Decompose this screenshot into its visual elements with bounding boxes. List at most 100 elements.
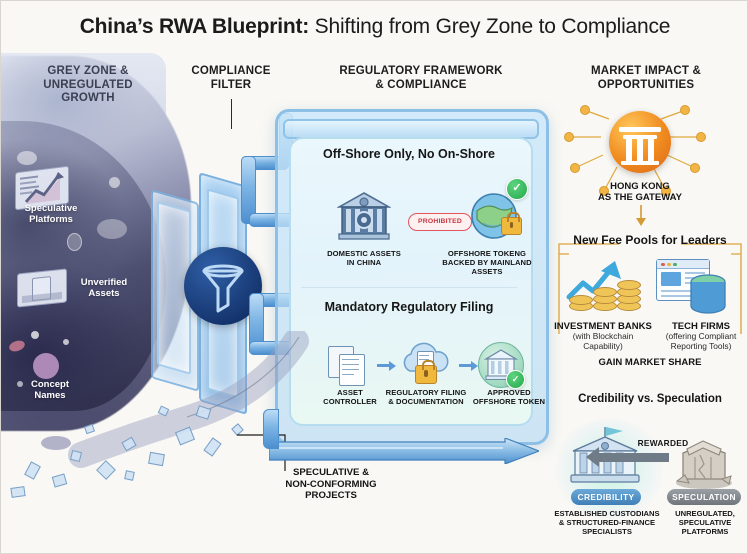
- panel-divider: [301, 287, 517, 288]
- decor-bubble: [31, 331, 39, 339]
- heading-line: UNREGULATED: [43, 78, 133, 91]
- label-line: DOMESTIC ASSETS: [327, 249, 401, 258]
- label-line: REGULATORY FILING: [385, 388, 467, 397]
- chart-growth-icon: [15, 165, 69, 211]
- heading-regulatory: REGULATORY FRAMEWORK & COMPLIANCE: [306, 65, 536, 92]
- grey-zone-item-0-label: Speculative Platforms: [3, 203, 99, 225]
- filing-section-title: Mandatory Regulatory Filing: [324, 300, 494, 314]
- comparison-title: Credibility vs. Speculation: [578, 393, 722, 405]
- page-title-bold: China’s RWA Blueprint:: [79, 15, 310, 38]
- circuit-lines: [564, 105, 706, 196]
- caption-line: SPECULATIVE: [678, 518, 732, 527]
- callout-line: SPECULATIVE &: [292, 467, 370, 478]
- fee-pool-bracket: [558, 243, 742, 334]
- decor-bubble: [33, 353, 59, 379]
- cloud-lock-icon: [397, 341, 453, 385]
- arrow-elbow: [263, 409, 279, 449]
- heading-grey-zone: GREY ZONE & UNREGULATED GROWTH: [13, 65, 163, 106]
- crumbling-ruin-icon: [673, 435, 735, 489]
- label-line: CONTROLLER: [323, 397, 377, 406]
- leader-line-filter: [231, 99, 232, 129]
- page-title-rest: Shifting from Grey Zone to Compliance: [309, 15, 671, 38]
- approved-check-icon: ✓: [506, 370, 525, 389]
- caption-line: UNREGULATED,: [675, 509, 735, 518]
- funnel-icon: [184, 247, 262, 325]
- torii-gate-icon: [609, 111, 671, 173]
- label-line: AS THE GATEWAY: [598, 192, 682, 203]
- label-line: HONG KONG: [610, 181, 670, 192]
- regulatory-filing-label: REGULATORY FILING & DOCUMENTATION: [385, 388, 467, 406]
- heading-line: FILTER: [210, 78, 252, 91]
- domestic-assets-label: DOMESTIC ASSETS IN CHINA: [323, 249, 405, 267]
- approved-check-icon: ✓: [506, 178, 528, 200]
- heading-compliance-filter: COMPLIANCE FILTER: [151, 65, 311, 92]
- decor-bubble: [67, 233, 82, 251]
- callout-line: NON-CONFORMING: [285, 478, 377, 490]
- label-line: Speculative: [24, 203, 78, 214]
- label-line: Unverified: [80, 277, 128, 288]
- heading-line: GREY ZONE &: [47, 65, 129, 77]
- heading-line: OPPORTUNITIES: [597, 78, 695, 91]
- caption-line: SPECIALISTS: [582, 527, 632, 536]
- heading-line: & COMPLIANCE: [375, 78, 467, 91]
- heading-line: MARKET IMPACT &: [590, 65, 702, 77]
- prohibited-badge: PROHIBITED: [408, 213, 472, 231]
- label-line: Names: [34, 390, 66, 401]
- shell-top-rail: [283, 119, 539, 139]
- tech-firms-sub: (offering Compliant Reporting Tools): [649, 331, 747, 351]
- sub-line: (offering Compliant: [665, 331, 737, 341]
- grey-zone-item-1-label: Unverified Assets: [59, 277, 149, 299]
- speculation-caption: UNREGULATED, SPECULATIVE PLATFORMS: [665, 509, 745, 536]
- gain-market-share-label: GAIN MARKET SHARE: [598, 357, 702, 368]
- pipe-top-riser: [241, 156, 256, 224]
- caption-line: ESTABLISHED CUSTODIANS: [554, 509, 660, 518]
- label-line: OFFSHORE TOKEN: [472, 397, 546, 406]
- decor-bubble: [17, 151, 37, 165]
- investment-banks-sub: (with Blockchain Capability): [553, 331, 653, 351]
- heading-line: REGULATORY FRAMEWORK: [339, 65, 503, 77]
- asset-controller-label: ASSET CONTROLLER: [319, 388, 381, 406]
- caption-line: PLATFORMS: [681, 527, 729, 536]
- decor-bubble: [109, 177, 120, 188]
- debris-shard: [10, 486, 26, 498]
- database-icon: [690, 274, 726, 314]
- coins-growth-icon: [563, 257, 643, 317]
- decor-bubble: [97, 219, 127, 239]
- compliance-flow-arrow: [269, 438, 539, 464]
- label-line: Assets: [88, 288, 120, 299]
- rewarded-label: REWARDED: [637, 438, 689, 448]
- sub-line: Capability): [583, 340, 623, 351]
- rewarded-arrow: [586, 447, 669, 467]
- label-line: Concept: [31, 379, 69, 390]
- heading-line: COMPLIANCE: [191, 65, 271, 77]
- bank-building-icon: [335, 191, 393, 243]
- label-line: APPROVED: [487, 388, 531, 397]
- flow-arrow-2: [459, 360, 478, 371]
- approved-token-label: APPROVED OFFSHORE TOKEN: [469, 388, 549, 406]
- credibility-pill: CREDIBILITY: [571, 489, 641, 505]
- label-line: & DOCUMENTATION: [388, 397, 464, 406]
- sub-line: Reporting Tools): [670, 340, 732, 351]
- decor-bubble: [17, 381, 23, 387]
- flow-arrow-1: [377, 360, 396, 371]
- callout-line: PROJECTS: [305, 490, 357, 501]
- caption-line: & STRUCTURED-FINANCE: [558, 518, 656, 527]
- offshore-section-title: Off-Shore Only, No On-Shore: [323, 147, 495, 161]
- heading-line: GROWTH: [61, 92, 115, 104]
- heading-market-impact: MARKET IMPACT & OPPORTUNITIES: [546, 65, 746, 92]
- documents-icon: [328, 346, 368, 386]
- debris-shard: [124, 470, 135, 481]
- page-title: China’s RWA Blueprint: Shifting from Gre…: [1, 15, 747, 39]
- credibility-caption: ESTABLISHED CUSTODIANS & STRUCTURED-FINA…: [545, 509, 669, 536]
- speculation-pill: SPECULATION: [667, 489, 741, 505]
- lock-icon: [501, 212, 522, 235]
- offshore-token-label: OFFSHORE TOKENG BACKED BY MAINLAND ASSET…: [437, 249, 537, 276]
- label-line: BACKED BY MAINLAND: [442, 258, 532, 267]
- hong-kong-gateway-label: HONG KONG AS THE GATEWAY: [585, 181, 695, 203]
- rejected-callout: SPECULATIVE & NON-CONFORMING PROJECTS: [251, 467, 411, 502]
- investment-banks-name: INVESTMENT BANKS: [554, 321, 652, 332]
- down-arrow-icon: [636, 205, 646, 226]
- lock-icon: [415, 360, 437, 384]
- sub-line: (with Blockchain: [572, 331, 634, 341]
